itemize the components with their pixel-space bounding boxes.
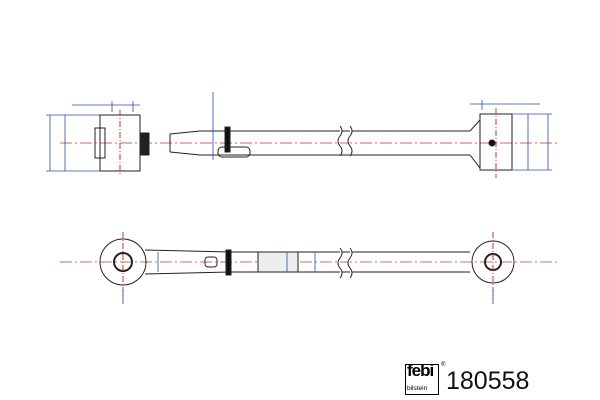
right-bushing-pivot <box>488 139 496 147</box>
top-view <box>60 108 560 178</box>
top-dimensions <box>46 92 552 172</box>
bottom-view <box>60 232 560 300</box>
right-taper <box>469 118 481 170</box>
bottom-dimensions <box>122 252 494 304</box>
logo-sub-text: bilstein <box>407 385 428 392</box>
shaft-clamp <box>217 146 251 158</box>
left-bushing-flange <box>94 127 106 159</box>
left-bushing-collar <box>140 132 150 156</box>
arm-band <box>225 249 232 276</box>
arm-section <box>257 251 299 273</box>
logo-main-text: febi <box>407 361 434 380</box>
febi-bilstein-logo: febi bilstein ® <box>405 361 445 397</box>
arm-slot <box>204 256 218 268</box>
part-number: 180558 <box>446 367 530 395</box>
shaft-band <box>224 126 231 153</box>
break-mark <box>337 247 353 279</box>
registered-mark: ® <box>441 362 446 368</box>
break-mark <box>337 125 353 157</box>
logo-frame <box>405 364 439 395</box>
arm-shaft <box>169 130 470 156</box>
